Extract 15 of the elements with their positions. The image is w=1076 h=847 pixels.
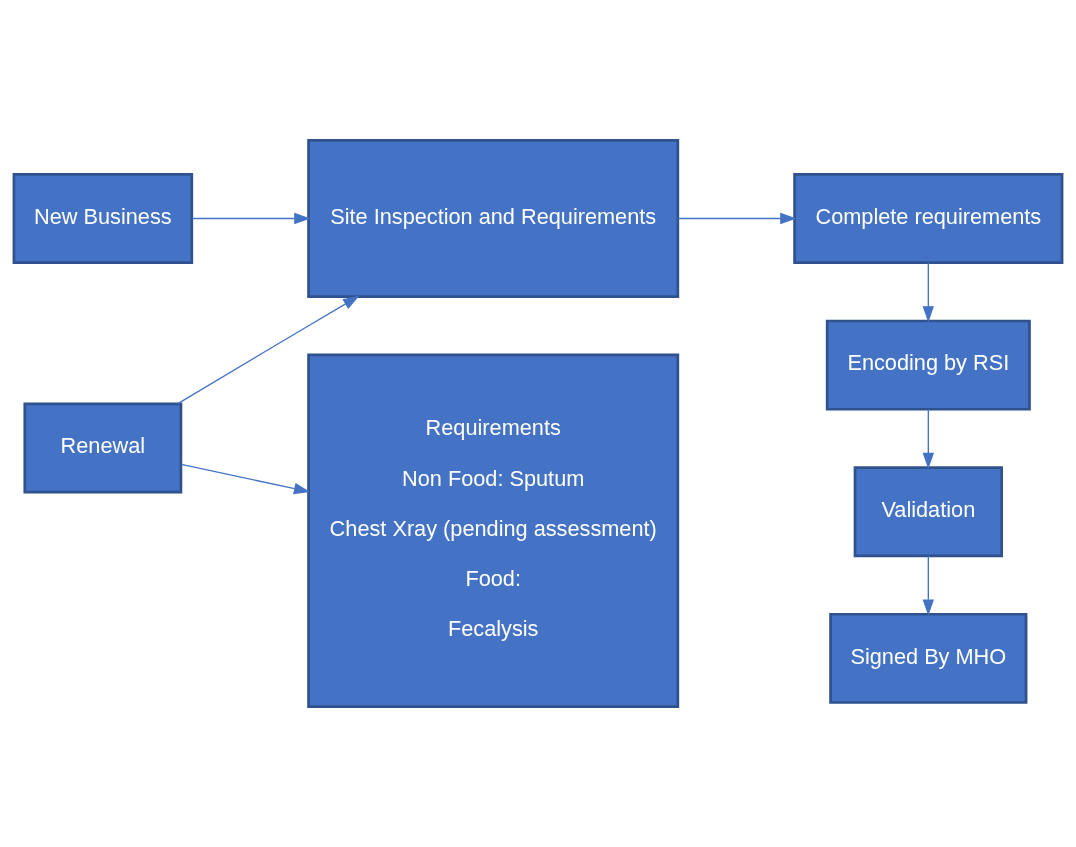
arrow: [922, 262, 935, 323]
node-box: Requirements Non Food: Sputum Chest Xray (pending assessment) Food: Fecalysis: [307, 353, 680, 708]
arrow: [922, 408, 935, 470]
arrow: [180, 463, 311, 495]
node-box: Signed By MHO: [829, 612, 1028, 704]
arrow: [191, 212, 311, 225]
arrow: [177, 295, 360, 405]
node-box: New Business: [12, 173, 194, 264]
node-box: Complete requirements: [793, 173, 1064, 264]
node-box: Encoding by RSI: [825, 319, 1031, 411]
arrow: [922, 555, 935, 616]
node-box: Renewal: [23, 402, 183, 494]
node-box: Site Inspection and Requirements: [307, 139, 680, 298]
node-box: Validation: [853, 466, 1003, 558]
arrow: [677, 212, 797, 225]
